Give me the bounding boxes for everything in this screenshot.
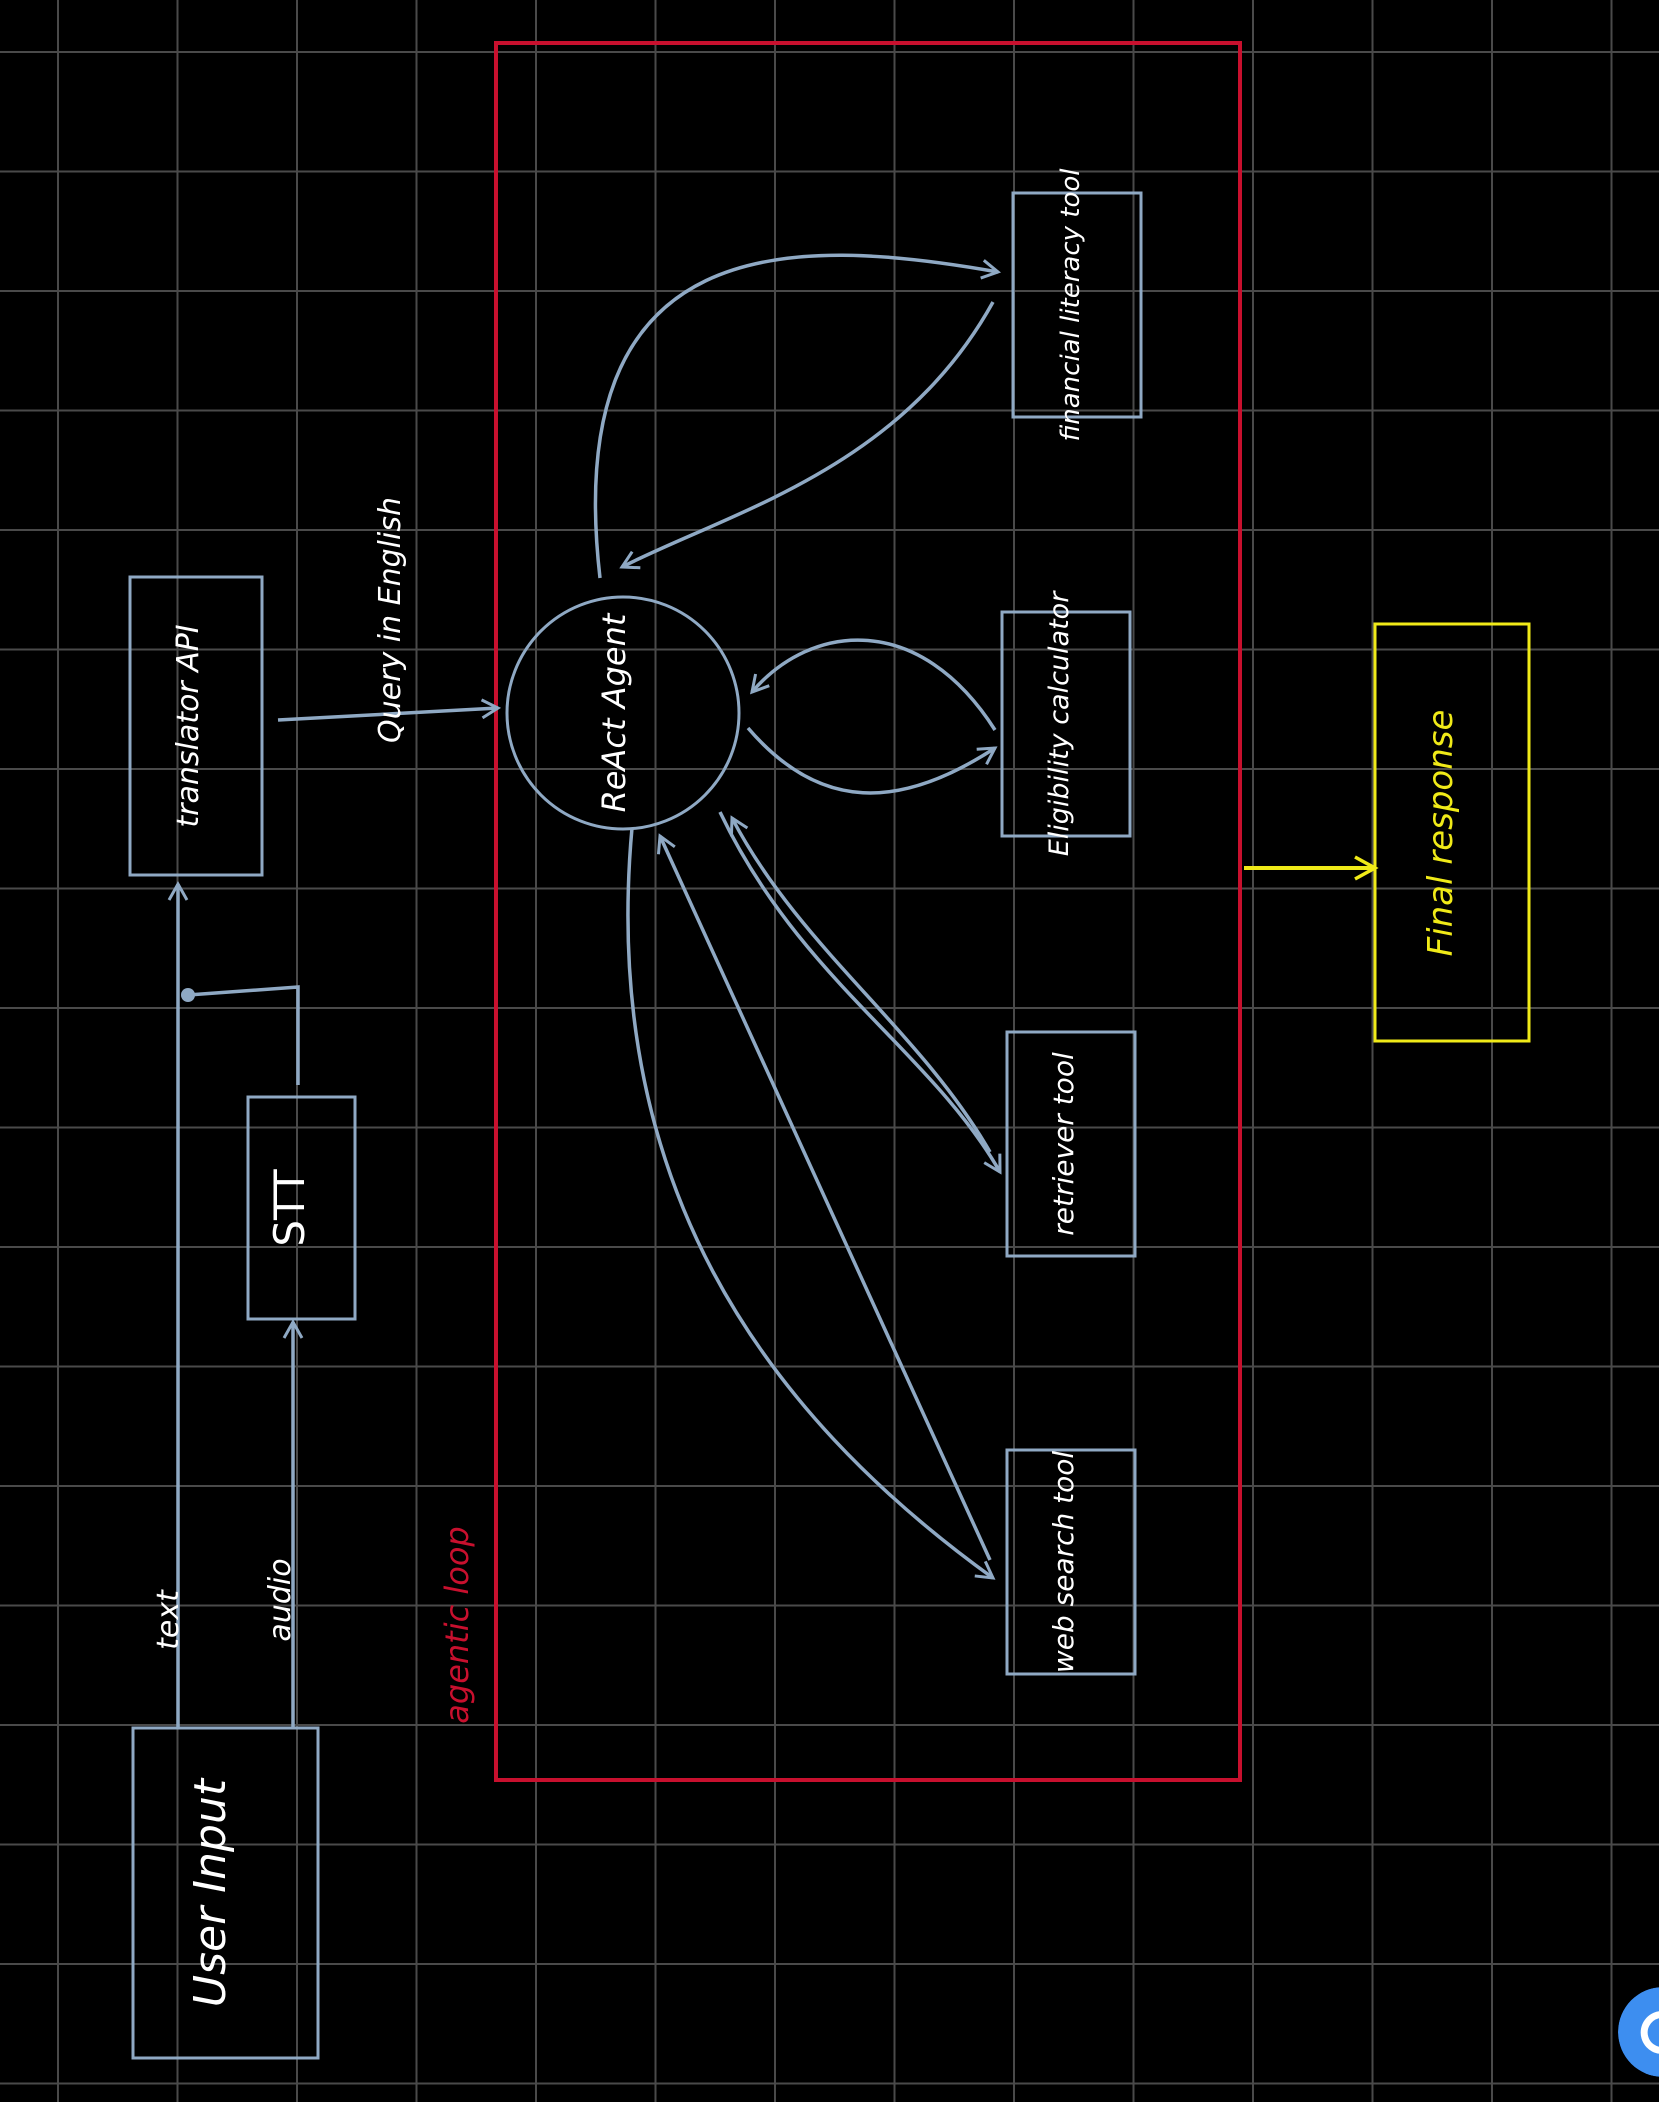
edge-translator-to-agent — [277, 698, 502, 722]
retriever-tool-box — [1005, 1030, 1137, 1258]
user-input-label: User Input — [185, 1777, 236, 2007]
stt-box — [246, 1095, 357, 1321]
edge-agent-to-eligibility — [746, 726, 998, 795]
eligibility-tool-box — [1000, 610, 1132, 838]
web-search-tool-label: web search tool — [1047, 1451, 1080, 1674]
final-response-label: Final response — [1421, 710, 1461, 957]
connectors — [167, 253, 1002, 1728]
edge-label-query: Query in English — [373, 497, 408, 743]
edge-agent-to-websearch — [626, 827, 996, 1580]
financial-tool-label: financial literacy tool — [1056, 168, 1086, 442]
financial-tool-box — [1011, 191, 1143, 419]
junction-dot — [181, 988, 195, 1002]
edge-websearch-to-agent — [656, 833, 992, 1561]
edge-label-audio: audio — [263, 1558, 298, 1641]
edge-stt-to-translator — [187, 985, 300, 1085]
stt-label: STT — [265, 1169, 314, 1247]
agentic-loop-frame — [494, 41, 1242, 1782]
edge-agent-to-financial — [593, 253, 1002, 579]
floating-action-button[interactable] — [1618, 1987, 1659, 2077]
user-input-box — [131, 1726, 320, 2060]
translator-box — [128, 575, 264, 877]
edge-agent-to-retriever — [718, 811, 1002, 1175]
edge-label-text: text — [151, 1589, 186, 1650]
react-agent-label: ReAct Agent — [595, 612, 633, 812]
translator-label: translator API — [171, 624, 206, 827]
retriever-tool-label: retriever tool — [1047, 1052, 1080, 1236]
final-response-box — [1373, 622, 1531, 1043]
g-circle-icon — [1640, 2011, 1659, 2054]
eligibility-tool-label: Eligibility calculator — [1044, 590, 1075, 856]
edge-eligibility-to-agent — [750, 638, 997, 731]
fab-circle — [1618, 1987, 1659, 2077]
web-search-tool-box — [1005, 1448, 1137, 1676]
edge-financial-to-agent — [619, 301, 995, 570]
edge-retriever-to-agent — [729, 815, 992, 1153]
agentic-loop-label: agentic loop — [438, 1526, 476, 1723]
react-agent-node — [505, 595, 741, 831]
